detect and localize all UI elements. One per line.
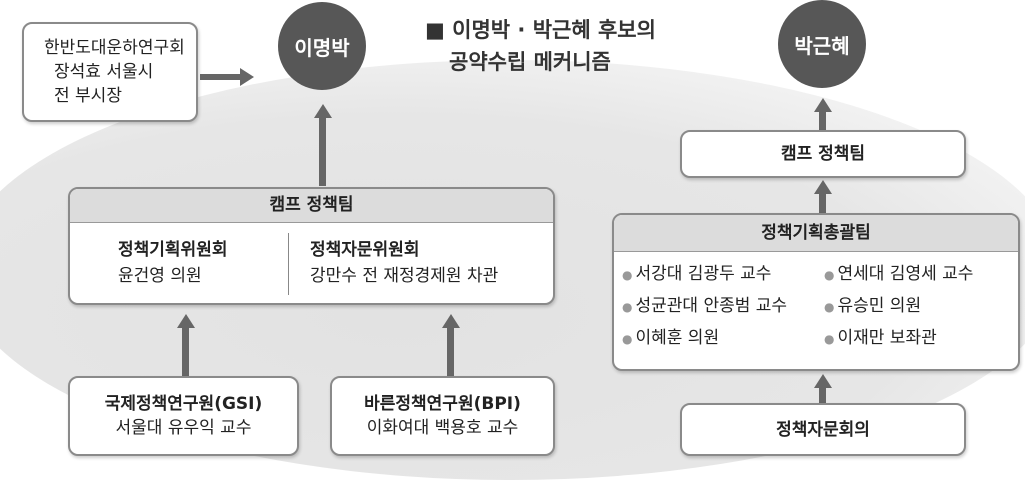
park-camp-box: 캠프 정책팀 [680, 130, 966, 178]
arrow-right-icon [200, 74, 240, 80]
divider [288, 233, 289, 295]
committee-name: 정책자문위원회 [310, 240, 420, 260]
institute-person: 이화여대 백용호 교수 [366, 418, 519, 438]
advisor-person: 장석효 서울시 [54, 62, 154, 82]
park-team-box: 정책기획총괄팀 ●서강대 김광두 교수 ●연세대 김영세 교수 ●성균관대 안종… [612, 213, 1020, 371]
team-member: ●유승민 의원 [824, 296, 922, 316]
policy-planning-committee: 정책기획위원회 윤건영 의원 [118, 237, 227, 289]
title-line1: 이명박 · 박근혜 후보의 [452, 18, 656, 42]
team-member: ●연세대 김영세 교수 [824, 264, 974, 284]
institute-box-gsi: 국제정책연구원(GSI) 서울대 유우익 교수 [68, 376, 299, 456]
institute-person: 서울대 유우익 교수 [115, 418, 252, 438]
institute-name: 바른정책연구원(BPI) [364, 394, 521, 414]
team-member: ●이혜훈 의원 [622, 328, 720, 348]
arrow-up-icon [819, 112, 826, 130]
committee-person: 윤건영 의원 [118, 266, 202, 286]
candidate-lee-circle: 이명박 [278, 2, 366, 90]
arrow-up-icon [819, 194, 826, 214]
team-member: ●서강대 김광두 교수 [622, 264, 772, 284]
team-member: ●이재만 보좌관 [824, 328, 937, 348]
arrow-up-icon [447, 328, 454, 376]
park-team-header: 정책기획총괄팀 [614, 215, 1018, 252]
arrow-up-icon [182, 328, 189, 376]
arrow-up-icon [319, 118, 326, 186]
advisor-box: 한반도대운하연구회 장석효 서울시 전 부시장 [22, 22, 198, 122]
arrow-up-icon [819, 388, 826, 403]
advisor-title: 전 부시장 [54, 86, 122, 106]
institute-name: 국제정책연구원(GSI) [104, 394, 263, 414]
candidate-park-circle: 박근혜 [778, 0, 866, 88]
title-line2: 공약수립 메커니즘 [449, 50, 611, 74]
committee-name: 정책기획위원회 [118, 240, 228, 260]
policy-advisory-committee: 정책자문위원회 강만수 전 재정경제원 차관 [310, 237, 498, 289]
committee-person: 강만수 전 재정경제원 차관 [310, 266, 499, 286]
lee-camp-box: 캠프 정책팀 정책기획위원회 윤건영 의원 정책자문위원회 강만수 전 재정경제… [68, 187, 555, 305]
lee-camp-header: 캠프 정책팀 [70, 189, 553, 223]
institute-box-bpi: 바른정책연구원(BPI) 이화여대 백용호 교수 [330, 376, 555, 456]
advisor-name: 한반도대운하연구회 [44, 38, 185, 58]
diagram-title: ■ 이명박 · 박근혜 후보의 공약수립 메커니즘 [425, 14, 656, 78]
park-council-box: 정책자문회의 [680, 403, 966, 456]
title-bullet: ■ [425, 18, 445, 42]
team-member: ●성균관대 안종범 교수 [622, 296, 788, 316]
